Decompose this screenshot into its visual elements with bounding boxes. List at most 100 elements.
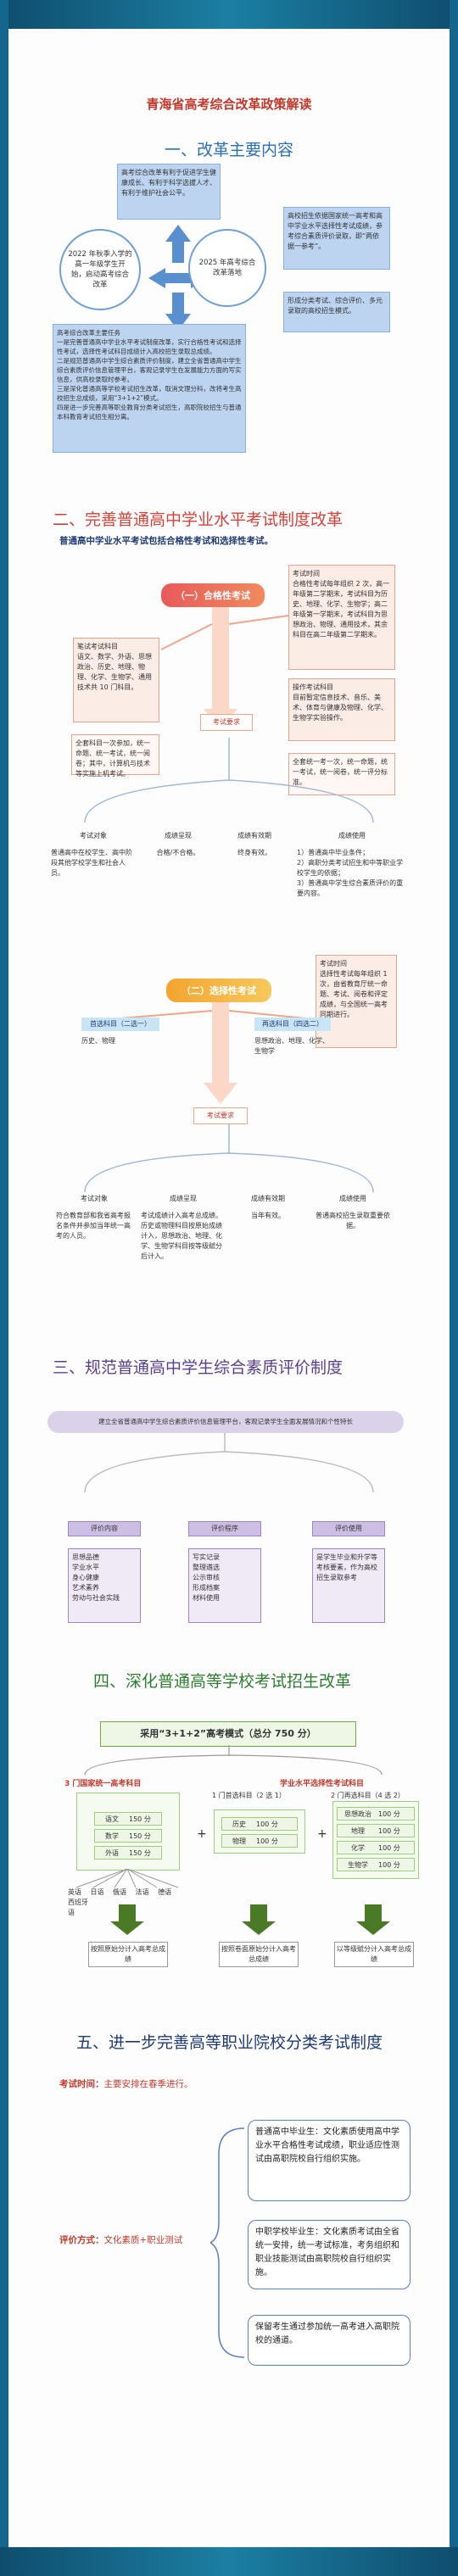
- brace-3: [84, 1433, 374, 1493]
- sel-col-4-text: 普通高校招生录取重要依据。: [316, 1212, 390, 1229]
- lang-german: 德语: [158, 1888, 172, 1896]
- plus-1: +: [197, 1827, 207, 1841]
- qual-col-3-head: 成绩有效期: [237, 832, 271, 839]
- method-text: 文化素质+职业测试: [103, 2235, 183, 2245]
- qual-columns: 考试对象 成绩呈现 成绩有效期 成绩使用 普通高中在校学生、高中阶段其他学校学生…: [51, 831, 424, 933]
- exam-time-line: 考试时间：主要安排在春季进行。: [59, 2077, 193, 2090]
- right-frame: [450, 0, 458, 2576]
- lang-russian: 俄语: [113, 1888, 127, 1896]
- written-subjects-box: 笔试考试科目 语文、数学、外语、思想政治、历史、地理、物理、化学、生物学、通用技…: [73, 638, 159, 722]
- eval-use-text: 是学生毕业和升学等考核要素，作为高校招生录取参考: [312, 1548, 385, 1623]
- qual-col-1-text: 普通高中在校学生、高中阶段其他学校学生和社会人员。: [51, 849, 132, 877]
- main-tasks-box: 高考综合改革主要任务 一是完善普通高中学业水平考试制度改革，实行合格性考试和选择…: [53, 324, 246, 453]
- top-frame: [0, 0, 458, 29]
- arrow-down-qual: [204, 607, 237, 730]
- eval-process-head: 评价程序: [188, 1521, 261, 1536]
- arrow-down-sel: [204, 1002, 237, 1104]
- second-choice-subject-label: 2 门再选科目（4 选 2）: [331, 1792, 405, 1799]
- section-3-title: 三、规范普通高中学生综合素质评价制度: [53, 1358, 344, 1377]
- bracket-5: [210, 2127, 245, 2358]
- first-choice-subjects: 历史、物理: [81, 1037, 115, 1045]
- connector-left: [160, 623, 213, 650]
- selective-subjects-label: 学业水平选择性考试科目: [280, 1780, 365, 1788]
- lang-english: 英语: [68, 1888, 81, 1896]
- second-choice-label: 再选科目（四选二）: [254, 1018, 331, 1031]
- exam-time-label: 考试时间：: [59, 2079, 104, 2089]
- reform-benefit-box: 高考综合改革有利于促进学生健康成长、有利于科学选拔人才、有利于维护社会公平。: [117, 164, 221, 220]
- lang-japanese: 日语: [90, 1888, 104, 1896]
- arrow-down: [165, 293, 191, 331]
- pill-qualification-exam: （一）合格性考试: [161, 583, 265, 607]
- circle-2025: 2025 年高考综合改革落地: [188, 229, 266, 307]
- section-5-title: 五、进一步完善高等职业院校分类考试制度: [76, 2033, 383, 2052]
- qual-col-4-text: 1）普通高中毕业条件； 2）高职分类考试招生和中等职业学校学生的依据； 3）普通…: [297, 849, 404, 897]
- national-subjects-label: 3 门国家统一高考科目: [64, 1780, 142, 1788]
- exam-requirement-1: 考试要求: [200, 714, 253, 731]
- vocational-box-channel: 保留考生通过参加统一高考进入高职院校的通道。: [248, 2315, 411, 2366]
- section-4-title: 四、深化普通高等学校考试招生改革: [93, 1672, 352, 1691]
- first-choice-label: 首选科目（二选一）: [81, 1018, 159, 1031]
- section-2-intro: 普通高中学业水平考试包括合格性考试和选择性考试。: [59, 536, 273, 546]
- pill-selection-exam: （二）选择性考试: [166, 979, 271, 1002]
- brace-1: [84, 738, 374, 823]
- model-box: 形成分类考试、综合评价、多元录取的高校招生模式。: [283, 292, 390, 332]
- qual-col-2-head: 成绩呈现: [165, 832, 192, 839]
- lang-french: 法语: [135, 1888, 149, 1896]
- first-choice-subject-label: 1 门首选科目（2 选 1）: [212, 1792, 286, 1799]
- sel-col-2-head: 成绩呈现: [170, 1195, 197, 1202]
- sel-col-2-text: 考试成绩计入高考总成绩。历史或物理科目按原始成绩计入，思想政治、地理、化学、生物…: [141, 1212, 222, 1260]
- result-grade-score: 以等级赋分计入高考总成绩: [334, 1942, 414, 1967]
- qual-col-1-head: 考试对象: [80, 832, 107, 839]
- sel-col-3-text: 当年有效。: [251, 1212, 285, 1219]
- sel-col-4-head: 成绩使用: [339, 1195, 366, 1202]
- selection-time-box: 考试时间 选择性考试每年组织 1 次，由省教育厅统一命题、考试、阅卷和评定成绩，…: [316, 955, 397, 1048]
- brace-2: [84, 1124, 374, 1193]
- exam-requirement-2: 考试要求: [193, 1107, 248, 1124]
- second-choice-subjects: 思想政治、地理、化学、生物学: [254, 1037, 329, 1055]
- eval-use-head: 评价使用: [312, 1521, 385, 1536]
- section-2-title: 二、完善普通高中学业水平考试制度改革: [53, 510, 344, 529]
- qualification-time-box: 考试时间 合格性考试每年组织 2 次，高一年级第二学期末，考试科目为历史、地理、…: [288, 565, 395, 670]
- full-exam-box: 全套科目一次参加，统一命题、统一考试，统一阅卷；其中，计算机与技术等实施上机考试…: [71, 734, 159, 778]
- circle-start-2022: 2022 年秋季入学的高一年级学生开始，启动高考综合改革: [59, 229, 141, 310]
- eval-process-list: 写实记录 整理遴选 公示审核 形成档案 材料使用: [188, 1548, 261, 1623]
- exam-time-text: 主要安排在春季进行。: [103, 2079, 193, 2089]
- arrows-qualification: [160, 607, 289, 730]
- eval-content-list: 思想品德 学业水平 身心健康 艺术素养 劳动与社会实践: [68, 1548, 141, 1623]
- result-paper-raw: 按照卷面原始分计入高考总成绩: [219, 1942, 299, 1967]
- vocational-box-secondary: 中职学校毕业生：文化素质考试由全省统一安排，统一考试标准，考务组织和职业技能测试…: [248, 2220, 411, 2289]
- vocational-box-highschool: 普通高中毕业生：文化素质使用高中学业水平合格性考试成绩，职业适应性测试由高职院校…: [248, 2120, 411, 2201]
- evaluation-banner: 建立全省普通高中学生综合素质评价信息管理平台，客观记录学生全面发展情况和个性特长: [47, 1411, 404, 1433]
- sel-columns: 考试对象 成绩呈现 成绩有效期 成绩使用 符合教育部和我省高考报名条件并参加当年…: [56, 1194, 429, 1296]
- arrow-up: [165, 225, 191, 263]
- connector-right: [228, 615, 289, 625]
- section-1-title: 一、改革主要内容: [164, 141, 293, 159]
- evaluation-method-line: 评价方式：文化素质+职业测试: [59, 2233, 182, 2246]
- two-basis-box: 高校招生依据国家统一高考和高中学业水平选择性考试成绩，参考综合素质评价录取，即“…: [283, 207, 390, 270]
- sel-col-1-head: 考试对象: [81, 1195, 108, 1202]
- qual-col-2-text: 合格/不合格。: [156, 849, 200, 856]
- result-arrows: [110, 1904, 390, 1935]
- model-banner: 采用“3+1+2”高考模式（总分 750 分）: [100, 1721, 356, 1747]
- operation-subjects-box: 操作考试科目 目前暂定信息技术、音乐、美术、体育与健康及物理、化学、生物学实验操…: [288, 678, 395, 741]
- page-title: 青海省高考综合改革政策解读: [146, 97, 312, 112]
- left-frame: [0, 0, 8, 2576]
- lang-spanish: 西班牙语: [68, 1899, 88, 1916]
- qual-col-3-text: 终身有效。: [237, 849, 271, 856]
- eval-content-head: 评价内容: [68, 1521, 141, 1536]
- language-fan: [75, 1869, 179, 1888]
- result-raw-score: 按照原始分计入高考总成绩: [88, 1942, 168, 1967]
- plus-2: +: [317, 1827, 327, 1841]
- method-label: 评价方式：: [59, 2235, 104, 2245]
